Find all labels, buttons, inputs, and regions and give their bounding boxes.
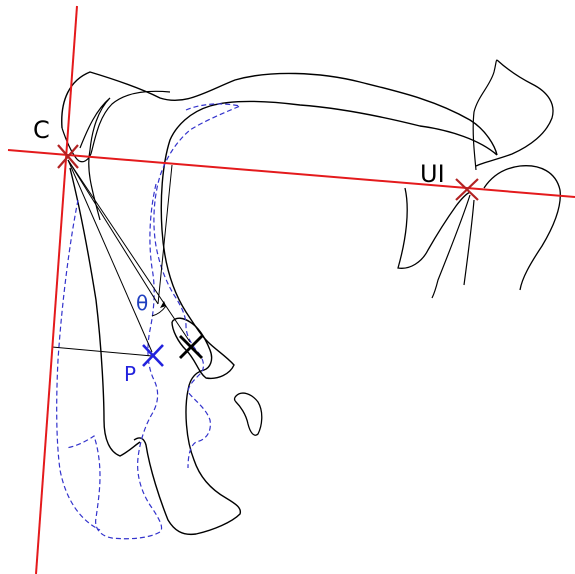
outline-maxilla [398, 188, 470, 268]
line-vertical-construction [158, 165, 172, 304]
line-c-to-angle-tip [68, 160, 158, 304]
label-theta: θ [136, 291, 148, 315]
line-c-to-p [68, 160, 152, 352]
label-c: C [33, 116, 50, 144]
outline-upper-contour [62, 72, 497, 155]
outline-occipital-fold [62, 91, 170, 161]
line-c-to-x [68, 160, 190, 342]
line-perpendicular-to-p [52, 347, 152, 356]
reference-line-horizontal [8, 150, 575, 197]
outline-incisor-right [464, 200, 474, 285]
outline-small-bone [235, 393, 262, 435]
dashed-posterior-outline [57, 200, 100, 530]
dashed-airway-outline [154, 104, 240, 468]
angle-theta-arc [152, 306, 166, 316]
outline-nasal-stalk [473, 60, 497, 170]
reference-line-vertical [36, 6, 77, 574]
label-ui: UI [420, 160, 445, 188]
outline-posterior-neck [70, 168, 140, 456]
outline-front-profile [161, 101, 497, 378]
label-p: P [124, 362, 136, 386]
outline-facial-right [484, 166, 560, 290]
outline-nasal-upper [476, 60, 553, 166]
